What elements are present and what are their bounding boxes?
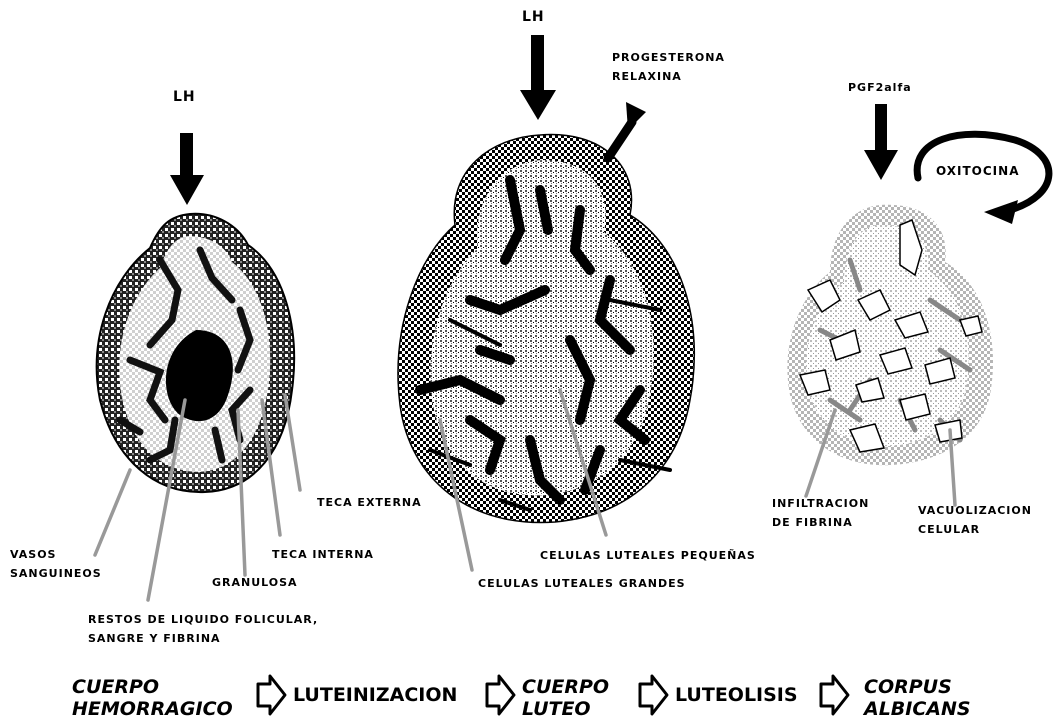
- restos-label: RESTOS DE LIQUIDO FOLICULAR, SANGRE Y FI…: [88, 610, 318, 648]
- celulas-grandes-label: CELULAS LUTEALES GRANDES: [478, 574, 686, 593]
- sequence-arrow-2: [487, 676, 514, 714]
- lh-label-2: LH: [522, 8, 545, 27]
- infiltracion-label: INFILTRACION DE FIBRINA: [772, 494, 869, 532]
- sequence-corpus-albicans: CORPUS ALBICANS: [864, 676, 971, 720]
- vasos-sanguineos-label: VASOS SANGUINEOS: [10, 545, 102, 583]
- sequence-luteinizacion: LUTEINIZACION: [293, 684, 457, 706]
- celulas-pequenas-label: CELULAS LUTEALES PEQUEÑAS: [540, 546, 756, 565]
- granulosa-label: GRANULOSA: [212, 573, 298, 592]
- corpus-hemorrhagicum: [95, 133, 300, 600]
- sequence-luteolisis: LUTEOLISIS: [675, 684, 798, 706]
- sequence-arrow-1: [258, 676, 285, 714]
- teca-externa-label: TECA EXTERNA: [317, 493, 422, 512]
- oxitocina-label: OXITOCINA: [936, 162, 1019, 181]
- sequence-cuerpo-luteo: CUERPO LUTEO: [522, 676, 609, 720]
- vacuolizacion-label: VACUOLIZACION CELULAR: [918, 501, 1032, 539]
- sequence-arrow-3: [640, 676, 667, 714]
- corpus-luteum: [398, 35, 694, 570]
- lh-label-1: LH: [173, 88, 196, 107]
- sequence-arrow-4: [821, 676, 848, 714]
- teca-interna-label: TECA INTERNA: [272, 545, 374, 564]
- sequence-cuerpo-hemorragico: CUERPO HEMORRAGICO: [72, 676, 233, 720]
- pgf2alfa-label: PGF2alfa: [848, 78, 912, 97]
- hormones-label: PROGESTERONA RELAXINA: [612, 48, 725, 86]
